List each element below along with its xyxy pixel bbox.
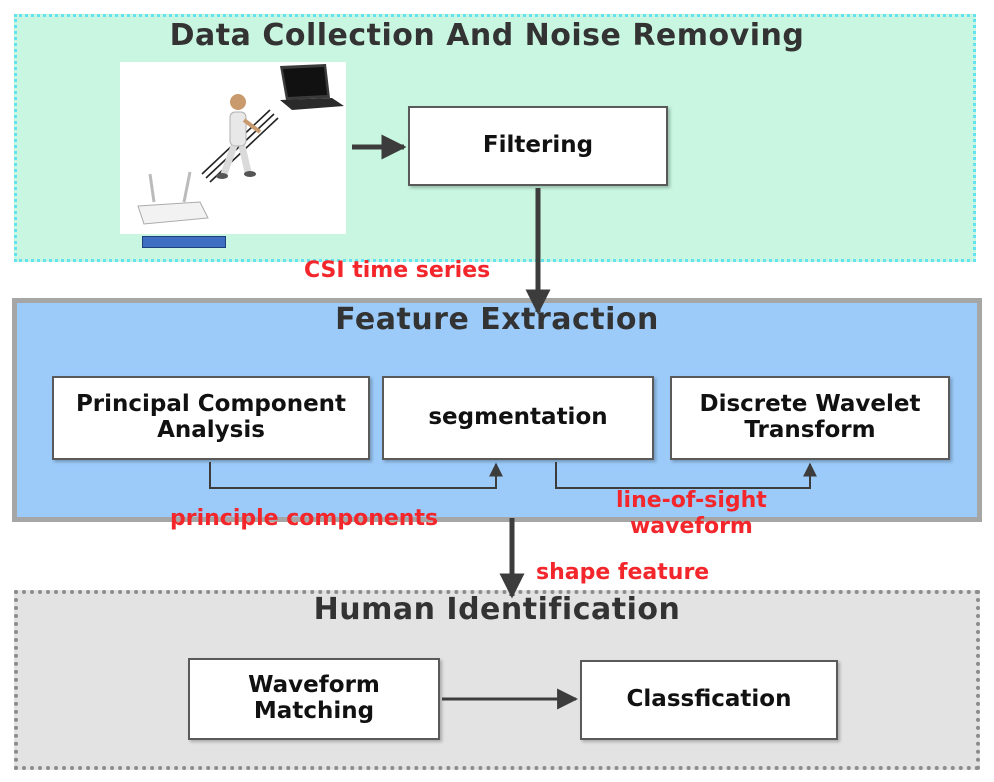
segmentation-box: segmentation — [382, 376, 654, 460]
laptop-icon — [280, 64, 344, 110]
data-collection-title: Data Collection And Noise Removing — [169, 18, 805, 53]
feature-extraction-title: Feature Extraction — [335, 302, 659, 337]
pca-box: Principal Component Analysis — [52, 376, 370, 460]
shape-feature-label: shape feature — [536, 560, 710, 585]
person-walking-icon — [216, 94, 262, 179]
waveform-matching-label: Waveform Matching — [248, 672, 380, 724]
human-identification-title: Human Identification — [313, 592, 681, 627]
pca-label: Principal Component Analysis — [75, 391, 347, 443]
segmentation-label: segmentation — [428, 404, 608, 431]
router-base-bar — [142, 236, 226, 248]
csi-collection-illustration — [120, 62, 346, 234]
filtering-box: Filtering — [408, 106, 668, 186]
waveform-matching-box: Waveform Matching — [188, 658, 440, 740]
csi-time-series-label: CSI time series — [304, 258, 491, 283]
classification-box: Classfication — [580, 660, 838, 740]
classification-label: Classfication — [626, 686, 792, 713]
line-of-sight-label: line-of-sight waveform — [616, 488, 767, 540]
dwt-box: Discrete Wavelet Transform — [670, 376, 950, 460]
dwt-label: Discrete Wavelet Transform — [699, 391, 921, 443]
wifi-router-icon — [137, 171, 209, 225]
principle-components-label: principle components — [170, 506, 439, 531]
filtering-label: Filtering — [482, 132, 594, 159]
